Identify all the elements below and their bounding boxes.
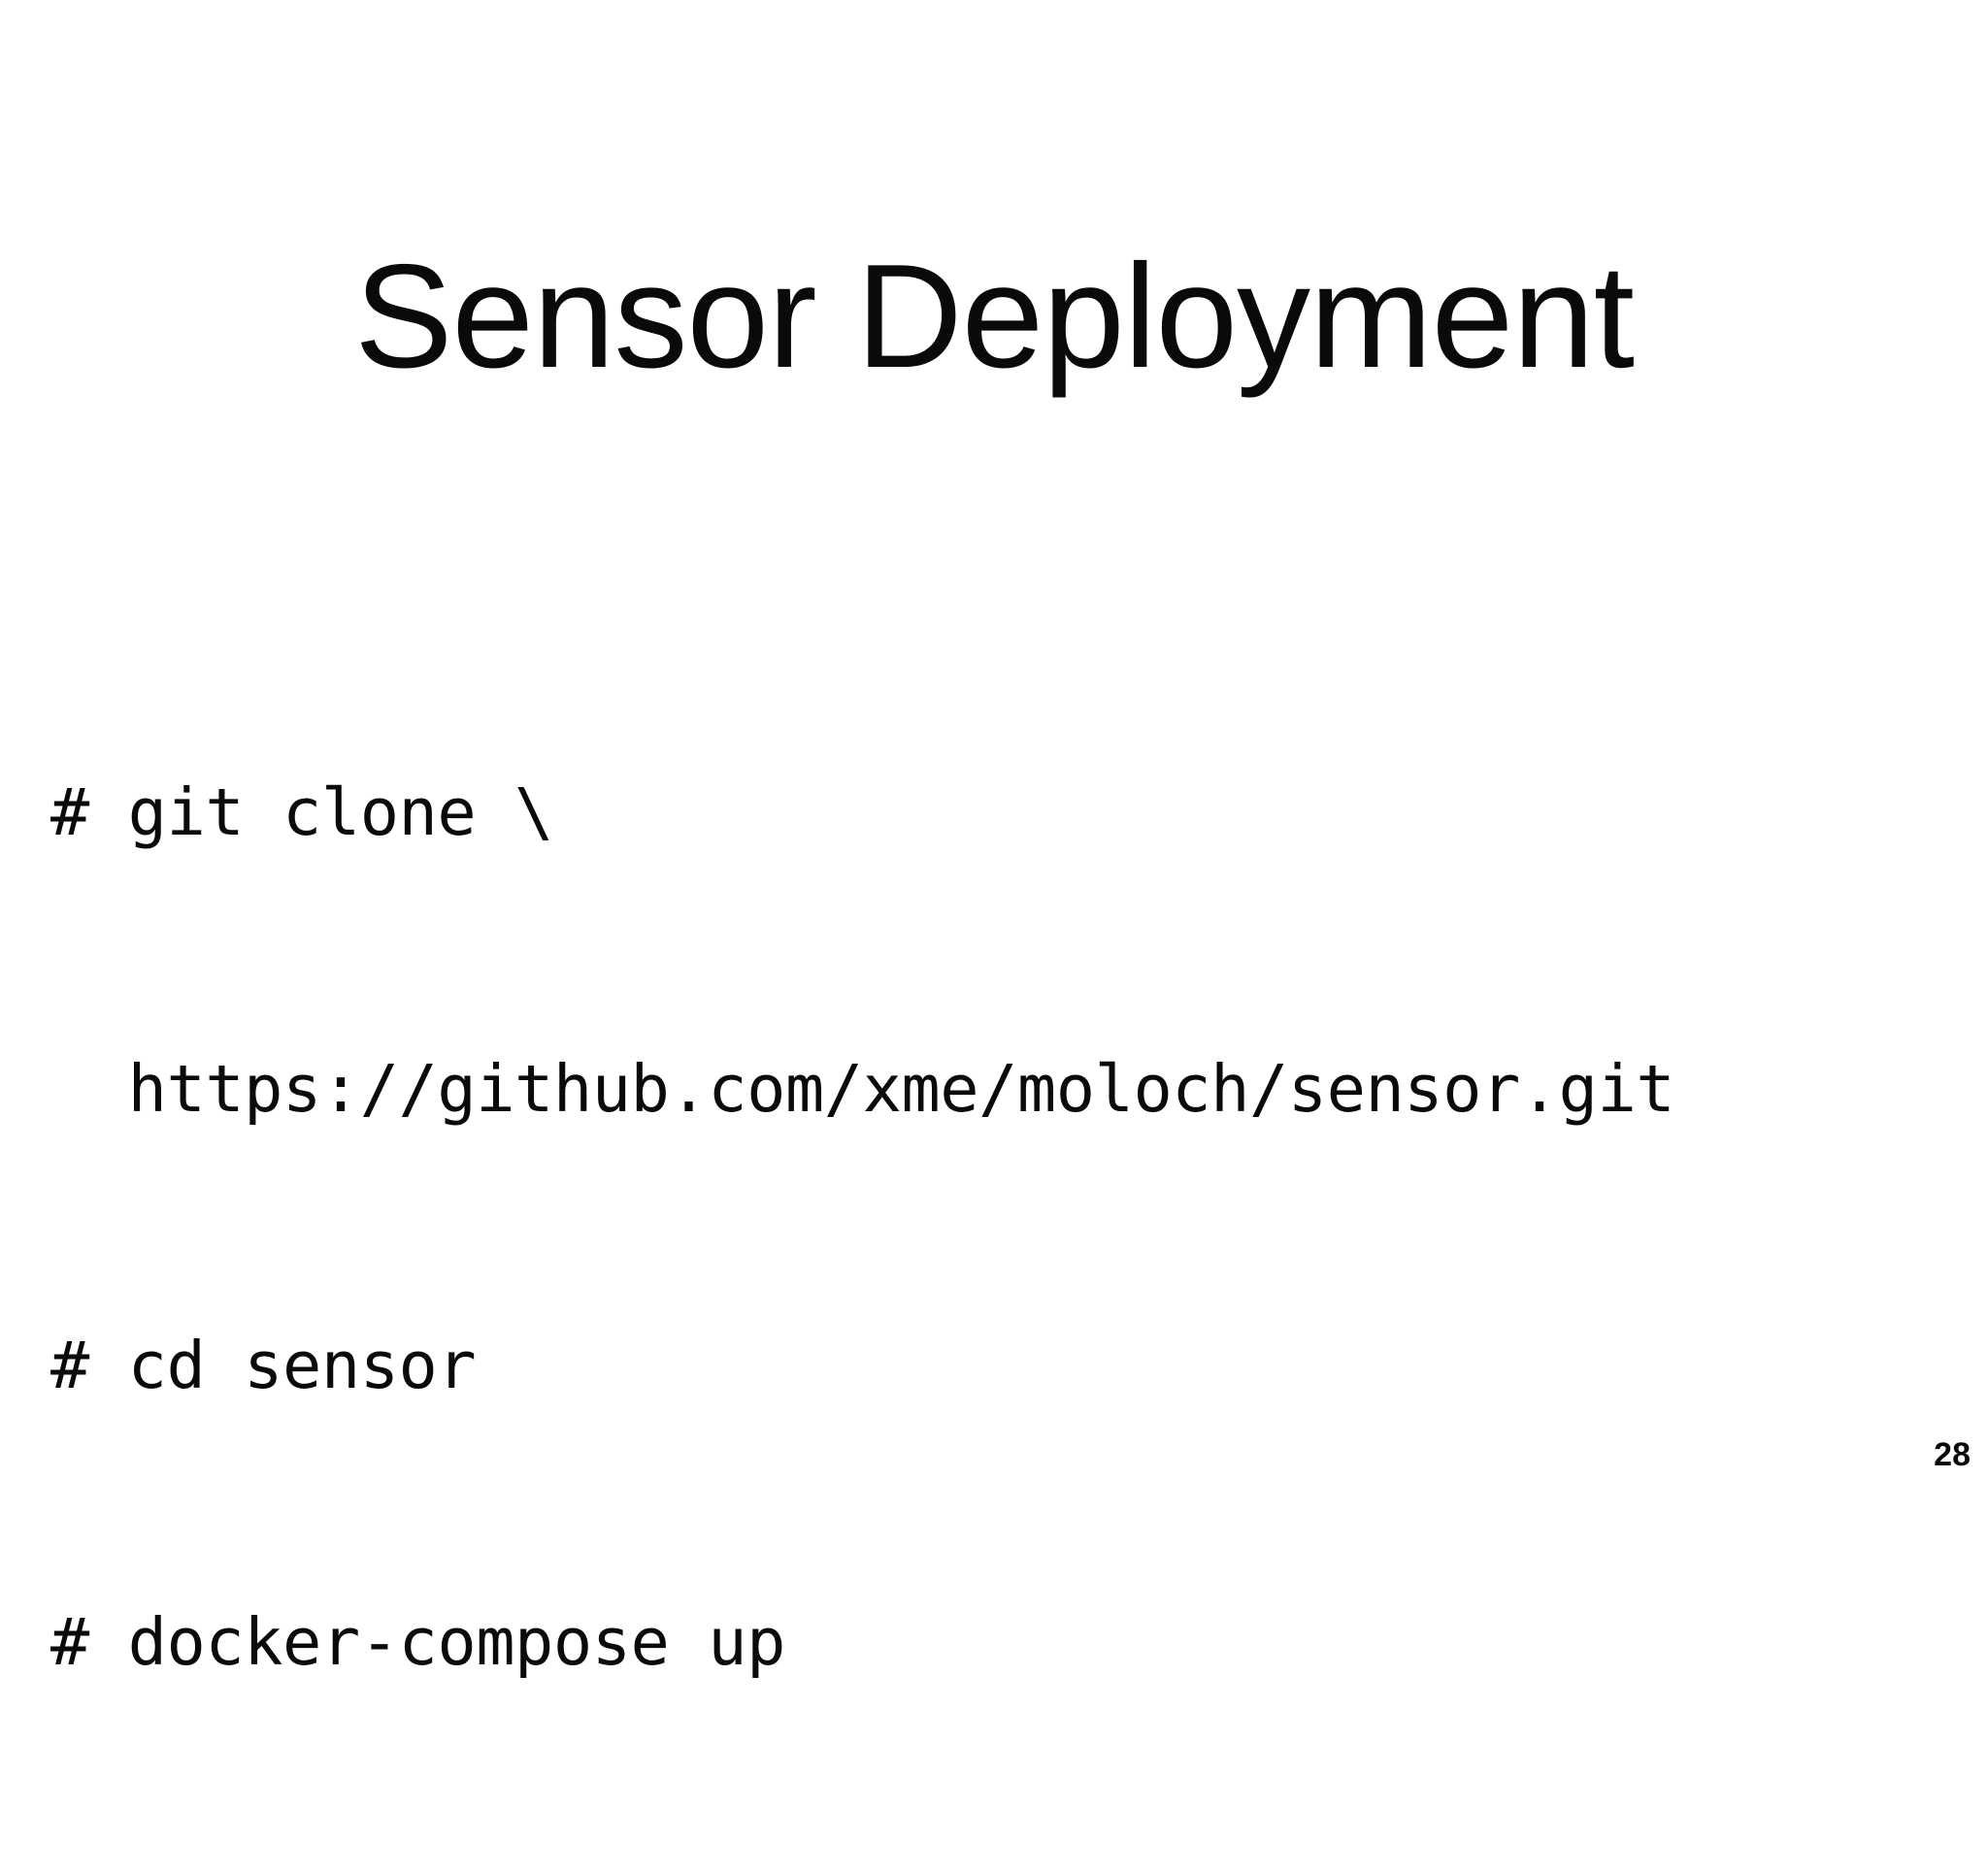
code-line: https://github.com/xme/moloch/sensor.git <box>50 1051 1675 1127</box>
code-line: # git clone \ <box>50 774 553 850</box>
code-line: # docker-compose up <box>50 1604 785 1680</box>
code-line: # cd sensor <box>50 1328 477 1403</box>
code-block: # git clone \ https://github.com/xme/mol… <box>50 582 1972 1873</box>
slide-canvas: Sensor Deployment # git clone \ https://… <box>50 233 1971 1680</box>
page-title: Sensor Deployment <box>354 233 1635 399</box>
page-number: 28 <box>1934 1436 1971 1473</box>
